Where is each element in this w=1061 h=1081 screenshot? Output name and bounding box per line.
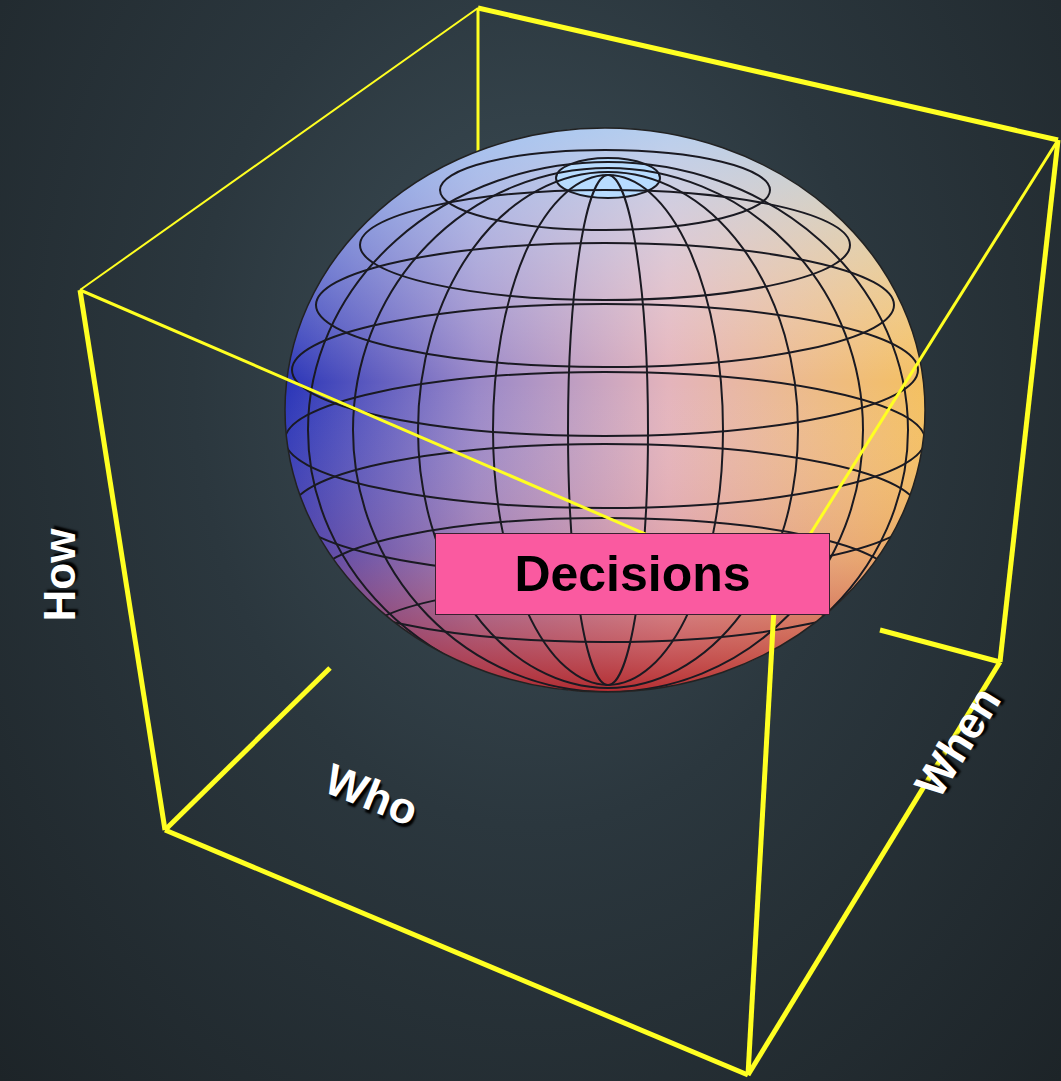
node-label: Decisions (514, 547, 750, 602)
axis-label: When (907, 680, 1008, 805)
axis-label: How (38, 529, 82, 622)
cube-back-edges (165, 8, 1058, 830)
decision-box: Decisions (435, 533, 830, 615)
sphere (285, 128, 925, 698)
cube-front-edges (80, 8, 1058, 1075)
axis-label: Who (319, 757, 424, 833)
